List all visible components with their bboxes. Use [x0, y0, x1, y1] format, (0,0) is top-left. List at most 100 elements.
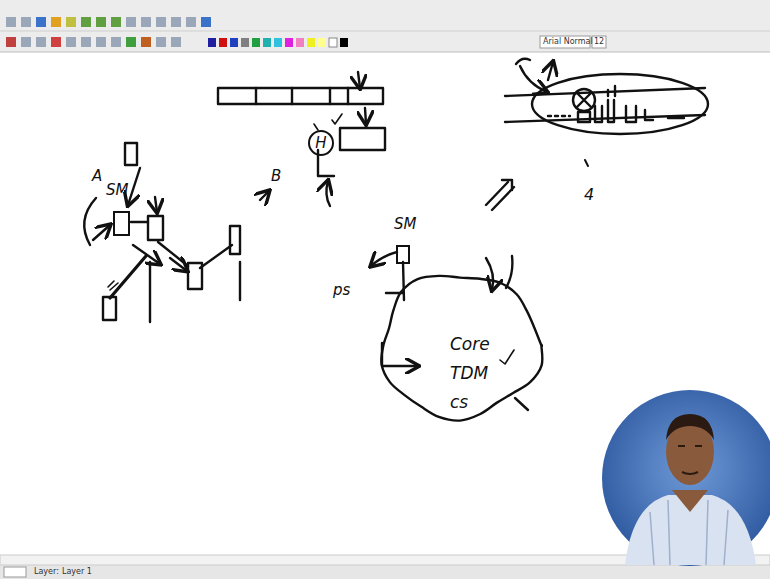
- cross: [577, 93, 591, 107]
- ink: [84, 59, 708, 410]
- circled-letter: H: [308, 130, 334, 156]
- node-heading: SM: [394, 216, 426, 233]
- core-cloud: Core TDM cs: [375, 268, 545, 423]
- bar-outline: [578, 100, 684, 122]
- wire: [158, 242, 188, 266]
- palette-swatch: [263, 38, 271, 47]
- switch-node: SM: [106, 182, 136, 236]
- up-arrow: [548, 62, 553, 80]
- wire: [149, 262, 151, 322]
- palette-swatch: [318, 38, 326, 47]
- switch-box: [148, 216, 163, 240]
- toolbar-icon: [81, 37, 91, 47]
- double-arrow-head: [502, 180, 512, 190]
- cloud-outline: [381, 276, 542, 421]
- palette-swatch: [208, 38, 216, 47]
- hair: [666, 414, 714, 440]
- toolbar-icon: [111, 17, 121, 27]
- palette-swatch: [252, 38, 260, 47]
- toolbar-icon: [51, 37, 61, 47]
- node-heading: SM: [106, 182, 136, 199]
- node-text: Core TDM cs: [450, 330, 500, 417]
- video-backdrop: [602, 390, 770, 566]
- toolbar-divider: [0, 31, 770, 32]
- switch-box: [103, 297, 116, 320]
- wire: [386, 262, 404, 300]
- switch-box: [125, 143, 137, 165]
- toolbar-icon: [141, 37, 151, 47]
- wire: [239, 262, 241, 300]
- wire: [110, 256, 146, 298]
- face: [678, 446, 702, 474]
- toolbar-icon: [36, 17, 46, 27]
- arrow: [133, 245, 160, 264]
- up-arrow: [326, 181, 330, 206]
- arrow-line: [506, 256, 512, 288]
- tick-mark: [108, 281, 118, 290]
- dot: [585, 160, 588, 166]
- switch-node: SM: [394, 216, 426, 264]
- arrow: [260, 191, 269, 200]
- node-letter: B: [271, 168, 281, 185]
- wire: [515, 398, 528, 410]
- palette-swatch: [307, 38, 315, 47]
- array-strip: [218, 88, 383, 104]
- palette-swatch: [329, 38, 337, 47]
- palette-swatch: [296, 38, 304, 47]
- switch-box: [113, 211, 130, 236]
- toolbar-icon: [66, 17, 76, 27]
- palette-swatch: [274, 38, 282, 47]
- palette-swatch: [219, 38, 227, 47]
- toolbar-icon: [126, 17, 136, 27]
- toolbar-icon: [141, 17, 151, 27]
- palette-swatch: [340, 38, 348, 47]
- arrow: [155, 197, 157, 212]
- crossed-circle: [573, 89, 595, 111]
- node-letter: A: [92, 168, 102, 185]
- wire: [131, 221, 148, 223]
- arrow: [128, 168, 140, 205]
- bracket-curve: [516, 59, 530, 64]
- toolbar-icon: [36, 37, 46, 47]
- font-name: Arial Normal: [543, 37, 593, 46]
- palette-swatch: [230, 38, 238, 47]
- toolbar-icon: [156, 37, 166, 47]
- switch-box: [230, 226, 240, 254]
- neck: [672, 490, 708, 512]
- double-arrow: [486, 182, 514, 210]
- arrow: [486, 258, 493, 290]
- arrow: [382, 343, 418, 366]
- side-note: ps: [333, 282, 350, 299]
- toolbar-divider: [0, 52, 770, 53]
- text-holder: Core TDM cs: [450, 330, 500, 417]
- toolbar-icon: [96, 17, 106, 27]
- track-line: [505, 88, 705, 122]
- toolbar-icon: [6, 37, 16, 47]
- status-bar: [0, 565, 770, 579]
- toolbar-icons: [6, 17, 211, 47]
- arrow: [93, 225, 110, 240]
- tick-mark: [332, 114, 342, 124]
- size-box: [592, 36, 606, 48]
- small-box: [318, 150, 334, 176]
- toolbar-icon: [186, 17, 196, 27]
- arrow: [371, 252, 397, 266]
- color-palette: [208, 36, 606, 48]
- tick-mark: [314, 124, 318, 130]
- tick-mark: [500, 350, 514, 364]
- node-text: H: [315, 135, 326, 152]
- toolbar-icon: [81, 17, 91, 27]
- toolbar-icon: [156, 17, 166, 27]
- callout-number: 4: [584, 186, 594, 204]
- presenter-video: [602, 390, 770, 566]
- palette-swatch: [241, 38, 249, 47]
- toolbar-icon: [171, 17, 181, 27]
- switch-box: [396, 245, 410, 264]
- page-box: [4, 567, 26, 577]
- down-arrow: [358, 72, 360, 88]
- strip-divider: [256, 88, 348, 104]
- bar-mark: [608, 86, 615, 96]
- toolbar-icon: [126, 37, 136, 47]
